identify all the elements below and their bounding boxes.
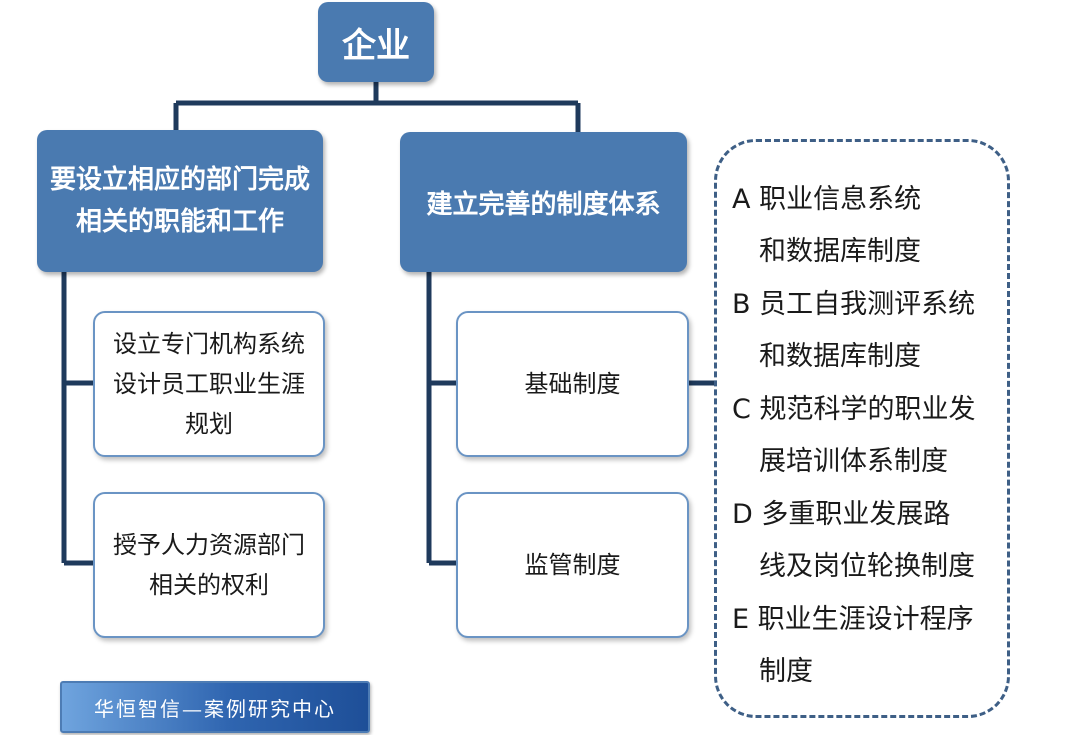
detail-item-b: B 员工自我测评系统 和数据库制度 (732, 279, 1000, 383)
detail-item-line2: 展培训体系制度 (732, 436, 1000, 488)
detail-item-line2: 线及岗位轮换制度 (732, 541, 1000, 593)
leaf-node-label: 设立专门机构系统设计员工职业生涯规划 (113, 330, 305, 438)
root-node-enterprise: 企业 (318, 2, 434, 82)
detail-item-line1: B 员工自我测评系统 (732, 279, 1000, 331)
detail-item-line2: 和数据库制度 (732, 331, 1000, 383)
leaf-node-label: 基础制度 (524, 370, 621, 398)
footer-badge: 华恒智信—案例研究中心 (60, 681, 370, 733)
detail-item-letter: E (732, 604, 750, 635)
detail-item-text: 多重职业发展路 (761, 499, 951, 530)
detail-item-text: 和数据库制度 (759, 341, 921, 372)
detail-item-a: A 职业信息系统 和数据库制度 (732, 174, 1000, 278)
leaf-node-label: 授予人力资源部门相关的权利 (113, 531, 305, 599)
detail-item-text: 制度 (759, 656, 813, 687)
detail-item-text: 职业信息系统 (759, 184, 922, 215)
leaf-node-label: 监管制度 (524, 551, 621, 579)
branch-node-system: 建立完善的制度体系 (400, 132, 687, 272)
detail-item-e: E 职业生涯设计程序 制度 (732, 594, 1000, 698)
root-node-label: 企业 (342, 25, 410, 66)
branch-node-label: 建立完善的制度体系 (426, 189, 661, 220)
footer-label: 华恒智信—案例研究中心 (94, 696, 336, 721)
detail-item-text: 展培训体系制度 (759, 446, 948, 477)
detail-item-letter: B (732, 289, 751, 320)
detail-item-line2: 制度 (732, 646, 1000, 698)
detail-item-c: C 规范科学的职业发 展培训体系制度 (732, 384, 1000, 488)
detail-item-d: D 多重职业发展路 线及岗位轮换制度 (732, 489, 1000, 593)
detail-list-frame (714, 139, 1010, 718)
detail-item-text: 员工自我测评系统 (759, 289, 976, 320)
leaf-node-grant-authority: 授予人力资源部门相关的权利 (93, 492, 325, 638)
detail-item-line1: D 多重职业发展路 (732, 489, 1000, 541)
branch-node-departments: 要设立相应的部门完成相关的职能和工作 (37, 130, 323, 272)
detail-item-line2: 和数据库制度 (732, 226, 1000, 278)
detail-item-letter: C (732, 394, 751, 425)
branch-node-label: 要设立相应的部门完成相关的职能和工作 (49, 165, 310, 237)
detail-item-line1: E 职业生涯设计程序 (732, 594, 1000, 646)
leaf-node-basic-system: 基础制度 (456, 311, 689, 457)
detail-item-text: 职业生涯设计程序 (757, 604, 974, 635)
detail-item-text: 线及岗位轮换制度 (759, 551, 975, 582)
detail-item-text: 和数据库制度 (759, 236, 921, 267)
detail-item-line1: C 规范科学的职业发 (732, 384, 1000, 436)
detail-item-line1: A 职业信息系统 (732, 174, 1000, 226)
detail-item-text: 规范科学的职业发 (759, 394, 976, 425)
detail-item-letter: D (732, 499, 753, 530)
leaf-node-supervision-system: 监管制度 (456, 492, 689, 638)
detail-item-letter: A (732, 184, 751, 215)
leaf-node-dedicated-agency: 设立专门机构系统设计员工职业生涯规划 (93, 311, 325, 457)
